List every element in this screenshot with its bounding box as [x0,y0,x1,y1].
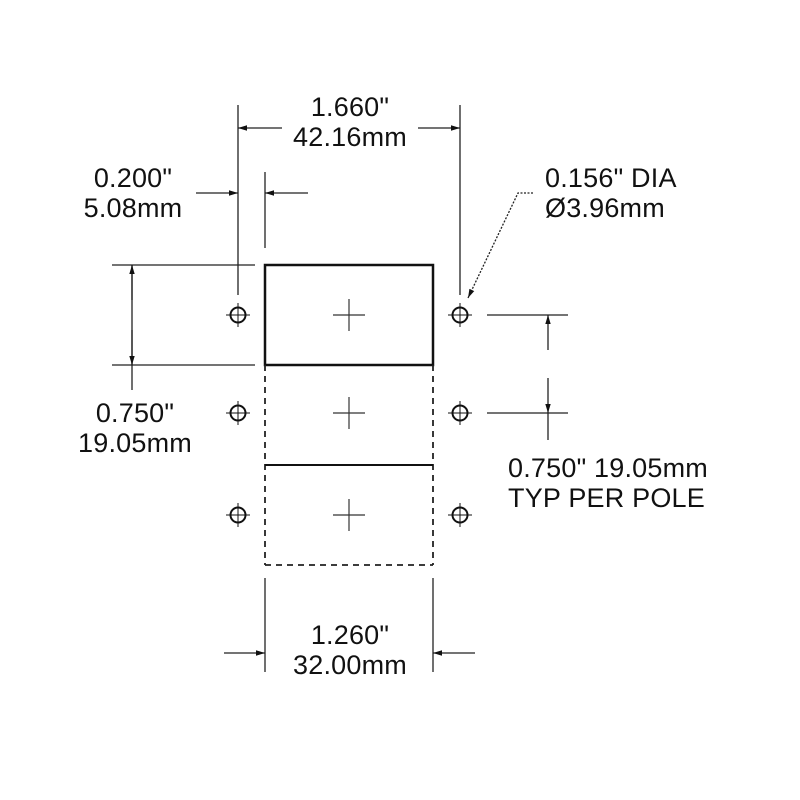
hole-diameter-label: 0.156" DIA Ø3.96mm [545,163,677,223]
pole-height-label: 0.750" 19.05mm [62,398,208,458]
overall-width-label: 1.660" 42.16mm [268,92,432,152]
mounting-hole-icon [447,302,473,328]
dimension-mm: 42.16mm [293,122,407,152]
mounting-hole-icon [447,400,473,426]
hole-callout-leader [467,192,533,299]
mounting-hole-icon [225,302,251,328]
dimension-inch: 0.750" [95,398,175,428]
mounting-hole-icon [225,502,251,528]
cutout-width-label: 1.260" 32.00mm [272,620,428,680]
mounting-hole-icon [447,502,473,528]
dimension-value: 0.750" 19.05mm [508,453,709,483]
center-mark [332,498,366,532]
dimension-mm: Ø3.96mm [545,193,665,223]
center-mark [332,396,366,430]
dimension-mm: 5.08mm [83,193,183,223]
dimension-inch: 1.660" [310,92,390,122]
pole-1-cutout [263,263,435,367]
pole-pitch-label: 0.750" 19.05mm TYP PER POLE [508,453,708,513]
dimension-inch: 0.200" [93,163,173,193]
center-mark [332,298,366,332]
dimension-note: TYP PER POLE [508,483,705,513]
edge-offset-label: 0.200" 5.08mm [70,163,196,223]
mounting-hole-icon [225,400,251,426]
dimension-mm: 32.00mm [293,650,407,680]
dimension-mm: 19.05mm [78,428,192,458]
dimension-inch: 0.156" DIA [545,163,677,193]
dimension-inch: 1.260" [310,620,390,650]
